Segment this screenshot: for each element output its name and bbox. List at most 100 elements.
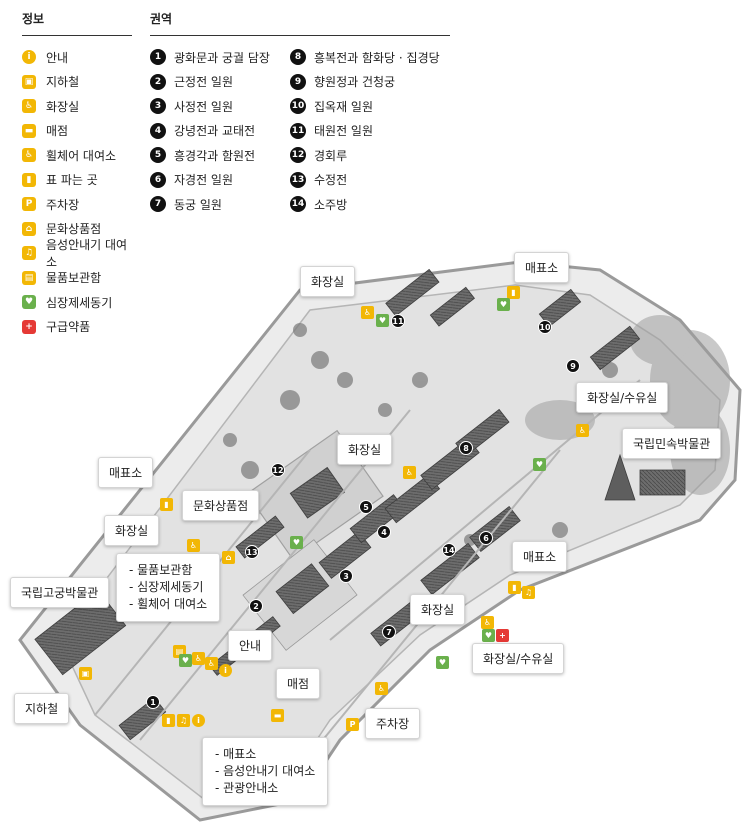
gate-services-tourist-info: - 관광안내소 xyxy=(215,781,279,795)
trees xyxy=(223,323,618,546)
zone-legend-label: 향원정과 건청궁 xyxy=(314,75,396,90)
kiosk-icon[interactable]: ▬ xyxy=(271,709,284,722)
ticket-icon[interactable]: ▮ xyxy=(508,581,521,594)
map-zone-5[interactable]: 5 xyxy=(359,500,373,514)
map-zone-13[interactable]: 13 xyxy=(245,545,259,559)
zone-legend-label: 근정전 일원 xyxy=(174,75,234,90)
zone-legend-label: 집옥재 일원 xyxy=(314,99,374,114)
callout-subway[interactable]: 지하철 xyxy=(14,693,70,724)
subway-icon[interactable]: ▣ xyxy=(79,667,92,680)
callout-ticket-w[interactable]: 매표소 xyxy=(98,457,154,488)
aed-icon[interactable]: ♥ xyxy=(376,314,389,327)
map-zone-10[interactable]: 10 xyxy=(538,320,552,334)
zone-number-badge: 1 xyxy=(150,49,166,66)
parking-icon: P xyxy=(22,197,36,212)
ticket-icon[interactable]: ▮ xyxy=(507,286,520,299)
zone-number-badge: 7 xyxy=(150,196,166,213)
info-legend-label: 문화상품점 xyxy=(46,222,102,237)
info-legend-item: ♿화장실 xyxy=(22,94,132,119)
map-zone-4[interactable]: 4 xyxy=(377,525,391,539)
callout-restroom-nw[interactable]: 화장실 xyxy=(300,266,356,297)
zone-number-badge: 10 xyxy=(290,98,306,115)
zone-number-badge: 5 xyxy=(150,147,166,164)
restroom-icon: ♿ xyxy=(22,99,36,114)
restroom-icon[interactable]: ♿ xyxy=(481,616,494,629)
callout-gate-services[interactable]: - 매표소 - 음성안내기 대여소 - 관광안내소 xyxy=(202,737,329,806)
restroom-icon[interactable]: ♿ xyxy=(361,306,374,319)
aed-icon[interactable]: ♥ xyxy=(290,536,303,549)
callout-restroom-nursing-e[interactable]: 화장실/수유실 xyxy=(576,382,669,413)
info-legend-label: 물품보관함 xyxy=(46,271,102,286)
callout-palace-museum[interactable]: 국립고궁박물관 xyxy=(10,577,110,608)
callout-souvenir[interactable]: 문화상품점 xyxy=(182,490,260,521)
gate-services-ticket: - 매표소 xyxy=(215,747,257,761)
zone-legend-label: 강녕전과 교태전 xyxy=(174,124,256,139)
aed-icon: ♥ xyxy=(22,295,36,310)
first-aid-icon[interactable]: + xyxy=(496,629,509,642)
restroom-icon[interactable]: ♿ xyxy=(576,424,589,437)
map-zone-3[interactable]: 3 xyxy=(339,569,353,583)
callout-info-desk[interactable]: 안내 xyxy=(228,630,273,661)
info-legend-item: ▬매점 xyxy=(22,119,132,144)
callout-restroom-w[interactable]: 화장실 xyxy=(104,515,160,546)
map-zone-12[interactable]: 12 xyxy=(271,463,285,477)
info-legend-item: ▤물품보관함 xyxy=(22,266,132,291)
callout-restroom-nursing-s[interactable]: 화장실/수유실 xyxy=(472,643,565,674)
callout-kiosk[interactable]: 매점 xyxy=(276,668,321,699)
ticket-icon[interactable]: ▮ xyxy=(160,498,173,511)
zone-number-badge: 14 xyxy=(290,196,306,213)
zone-number-badge: 11 xyxy=(290,122,306,139)
audio-guide-icon[interactable]: ♫ xyxy=(177,714,190,727)
audio-guide-icon[interactable]: ♫ xyxy=(522,586,535,599)
info-legend-label: 표 파는 곳 xyxy=(46,173,98,188)
aed-icon[interactable]: ♥ xyxy=(482,629,495,642)
ticket-icon[interactable]: ▮ xyxy=(162,714,175,727)
info-legend-item: ⌂문화상품점 xyxy=(22,217,132,242)
aed-icon[interactable]: ♥ xyxy=(497,298,510,311)
parking-icon[interactable]: P xyxy=(346,718,359,731)
info-legend-item: ♥심장제세동기 xyxy=(22,290,132,315)
callout-parking[interactable]: 주차장 xyxy=(365,708,421,739)
aed-icon[interactable]: ♥ xyxy=(179,654,192,667)
aed-icon[interactable]: ♥ xyxy=(436,656,449,669)
souvenir-icon[interactable]: ⌂ xyxy=(222,551,235,564)
restroom-icon[interactable]: ♿ xyxy=(205,657,218,670)
info-legend-item: ♿휠체어 대여소 xyxy=(22,143,132,168)
zone-number-badge: 9 xyxy=(290,73,306,90)
map-zone-8[interactable]: 8 xyxy=(459,441,473,455)
map-zone-6[interactable]: 6 xyxy=(479,531,493,545)
map-zone-11[interactable]: 11 xyxy=(391,314,405,328)
callout-folk-museum[interactable]: 국립민속박물관 xyxy=(622,428,722,459)
callout-restroom-center[interactable]: 화장실 xyxy=(337,434,393,465)
aed-icon[interactable]: ♥ xyxy=(533,458,546,471)
map-zone-2[interactable]: 2 xyxy=(249,599,263,613)
map-zone-14[interactable]: 14 xyxy=(442,543,456,557)
gyeonghoeru-pavilion xyxy=(289,466,346,519)
wheelchair-icon[interactable]: ♿ xyxy=(192,652,205,665)
callout-ticket-se[interactable]: 매표소 xyxy=(512,541,568,572)
zone-legend-label: 동궁 일원 xyxy=(174,197,222,212)
callout-restroom-s[interactable]: 화장실 xyxy=(410,594,466,625)
restroom-icon[interactable]: ♿ xyxy=(187,539,200,552)
map-zone-9[interactable]: 9 xyxy=(566,359,580,373)
callout-ticket-ne[interactable]: 매표소 xyxy=(514,252,570,283)
map-zone-1[interactable]: 1 xyxy=(146,695,160,709)
map-zone-7[interactable]: 7 xyxy=(382,625,396,639)
info-icon[interactable]: i xyxy=(192,714,205,727)
zone-legend-label: 수정전 xyxy=(314,173,348,188)
callout-west-services[interactable]: - 물품보관함 - 심장제세동기 - 휠체어 대여소 xyxy=(116,553,221,622)
restroom-icon[interactable]: ♿ xyxy=(375,682,388,695)
restroom-icon[interactable]: ♿ xyxy=(403,466,416,479)
west-services-wheelchair: - 휠체어 대여소 xyxy=(129,597,208,611)
wheelchair-icon: ♿ xyxy=(22,148,36,163)
info-icon[interactable]: i xyxy=(219,664,232,677)
info-legend-label: 매점 xyxy=(46,124,69,139)
